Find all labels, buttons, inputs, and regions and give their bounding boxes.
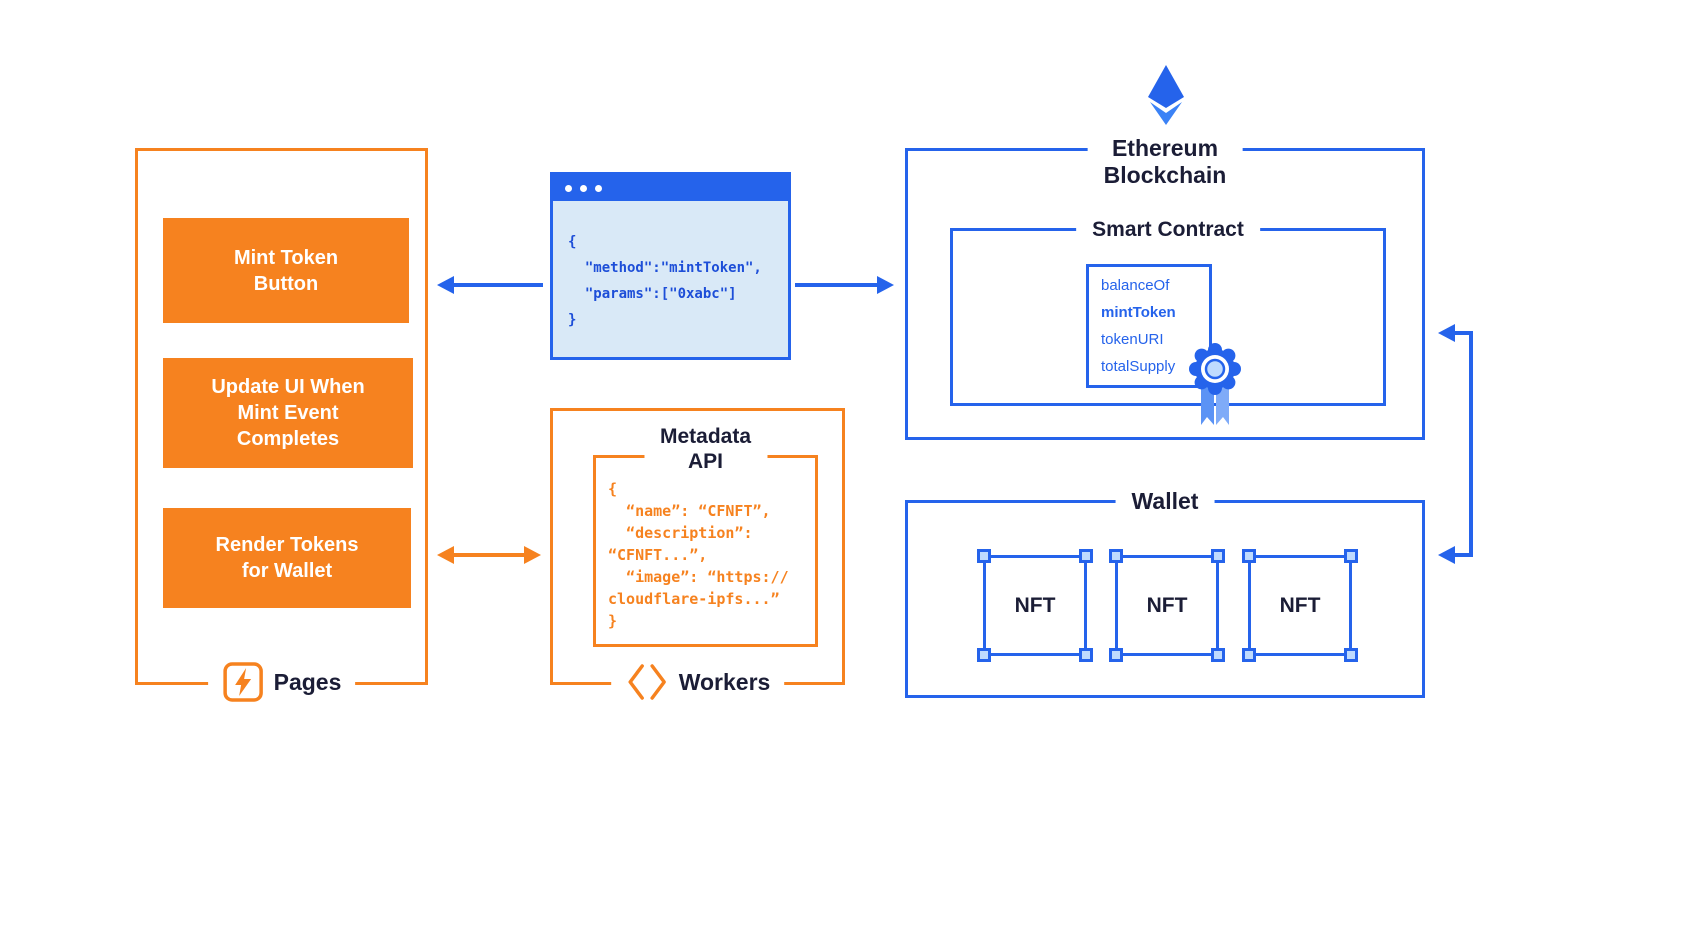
window-dot-icon [580, 184, 587, 192]
code-line: } [608, 612, 618, 630]
method-tokenURI: tokenURI [1101, 331, 1164, 348]
workers-icon [625, 661, 669, 703]
workers-panel: Metadata API { “name”: “CFNFT”, “descrip… [550, 408, 845, 706]
wallet-title: Wallet [1115, 488, 1215, 515]
code-line: “description”: [608, 524, 753, 542]
pages-label: Pages [273, 668, 342, 695]
pages-panel: Mint Token Button Update UI When Mint Ev… [135, 148, 428, 706]
rpc-window-titlebar [553, 175, 788, 201]
ethereum-icon [1146, 64, 1186, 131]
code-line: “image”: “https:// [608, 568, 789, 586]
code-line: } [568, 312, 577, 328]
metadata-api-box: Metadata API { “name”: “CFNFT”, “descrip… [593, 424, 818, 647]
pages-footer: Pages [207, 658, 356, 706]
nft-card: NFT [1109, 549, 1225, 662]
pages-icon [222, 661, 264, 703]
certified-seal-icon [1183, 335, 1247, 434]
metadata-api-title: Metadata API [643, 424, 768, 474]
selection-handle-icon [977, 549, 991, 563]
selection-handle-icon [1344, 549, 1358, 563]
method-totalSupply: totalSupply [1101, 358, 1176, 375]
workers-label: Workers [678, 668, 771, 695]
arrow-rpc-to-pages [437, 276, 543, 294]
nft-card: NFT [977, 549, 1093, 662]
selection-handle-icon [1211, 549, 1225, 563]
update-ui-button: Update UI When Mint Event Completes [163, 358, 413, 468]
code-line: "method":"mintToken", [568, 260, 762, 276]
mint-token-button[interactable]: Mint Token Button [163, 218, 409, 323]
metadata-json-code: { “name”: “CFNFT”, “description”: “CFNFT… [596, 458, 815, 632]
selection-handle-icon [1079, 549, 1093, 563]
window-dot-icon [565, 184, 572, 192]
method-mintToken: mintToken [1101, 304, 1176, 321]
code-line: cloudflare-ipfs...” [608, 590, 780, 608]
code-line: “name”: “CFNFT”, [608, 502, 771, 520]
selection-handle-icon [1242, 549, 1256, 563]
code-line: “CFNFT...”, [608, 546, 708, 564]
render-tokens-button: Render Tokens for Wallet [163, 508, 411, 608]
rpc-json-code: { "method":"mintToken", "params":["0xabc… [553, 201, 788, 333]
arrow-pages-workers [437, 546, 541, 564]
smart-contract-box: Smart Contract balanceOf mintToken token… [950, 217, 1386, 425]
nft-label: NFT [1279, 593, 1321, 617]
code-line: { [608, 480, 618, 498]
nft-card: NFT [1242, 549, 1358, 662]
selection-handle-icon [1109, 549, 1123, 563]
code-line: "params":["0xabc"] [568, 286, 737, 302]
ethereum-panel: Ethereum Blockchain Smart Contract balan… [905, 135, 1425, 440]
selection-handle-icon [1242, 648, 1256, 662]
selection-handle-icon [977, 648, 991, 662]
smart-contract-title: Smart Contract [1076, 217, 1260, 243]
wallet-panel: Wallet NFT NFT NFT [905, 488, 1425, 698]
window-dot-icon [595, 184, 602, 192]
ethereum-panel-title: Ethereum Blockchain [1087, 135, 1243, 189]
selection-handle-icon [1344, 648, 1358, 662]
workers-footer: Workers [610, 658, 785, 706]
nft-label: NFT [1014, 593, 1056, 617]
method-balanceOf: balanceOf [1101, 277, 1170, 294]
nft-label: NFT [1146, 593, 1188, 617]
selection-handle-icon [1109, 648, 1123, 662]
arrow-rpc-to-ethereum [795, 276, 894, 294]
rpc-window: { "method":"mintToken", "params":["0xabc… [550, 172, 791, 360]
connector-ethereum-wallet [1438, 324, 1473, 564]
contract-methods-box: balanceOf mintToken tokenURI totalSupply [1086, 264, 1212, 388]
code-line: { [568, 234, 577, 250]
selection-handle-icon [1079, 648, 1093, 662]
selection-handle-icon [1211, 648, 1225, 662]
